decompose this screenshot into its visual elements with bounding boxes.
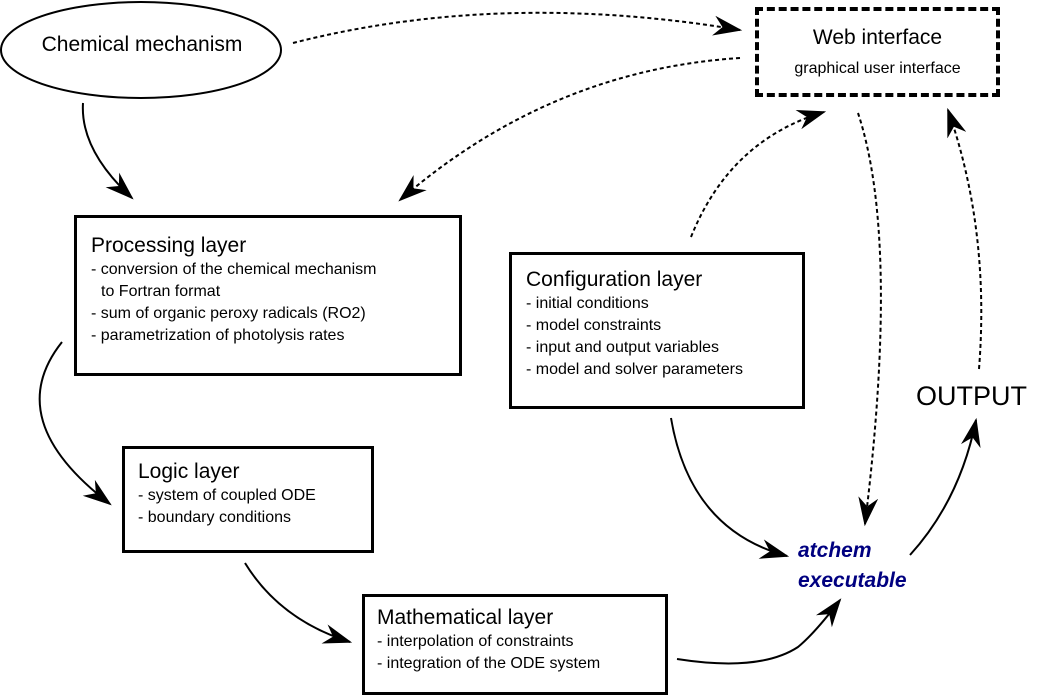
- chemical-mechanism-ellipse: [0, 1, 282, 99]
- edge-configuration-layer-to-executable: [670, 417, 790, 559]
- web-interface-title: Web interface: [812, 26, 943, 49]
- configuration-layer-box: Configuration layer - initial conditions…: [509, 252, 805, 409]
- edge-executable-to-output: [909, 417, 981, 556]
- edge-web-interface-to-executable: [857, 112, 882, 527]
- mathematical-layer-item: - interpolation of constraints: [377, 633, 574, 650]
- edge-output-to-web-interface: [947, 107, 983, 370]
- configuration-layer-item: - model constraints: [526, 317, 662, 334]
- configuration-layer-item: - model and solver parameters: [526, 361, 743, 378]
- atchem-executable-label: atchem executable: [798, 536, 907, 596]
- executable-line-1: atchem: [798, 539, 872, 562]
- processing-layer-item: to Fortran format: [101, 283, 221, 300]
- configuration-layer-item: - initial conditions: [526, 295, 649, 312]
- processing-layer-item: - conversion of the chemical mechanism: [91, 261, 377, 278]
- logic-layer-title: Logic layer: [138, 460, 240, 483]
- processing-layer-item: - parametrization of photolysis rates: [91, 327, 345, 344]
- configuration-layer-title: Configuration layer: [526, 268, 703, 291]
- mathematical-layer-title: Mathematical layer: [377, 606, 554, 629]
- mathematical-layer-box: Mathematical layer - interpolation of co…: [362, 594, 668, 695]
- edge-processing-layer-to-logic-layer: [38, 341, 112, 506]
- logic-layer-item: - boundary conditions: [138, 509, 291, 526]
- logic-layer-item: - system of coupled ODE: [138, 487, 316, 504]
- configuration-layer-item: - input and output variables: [526, 339, 720, 356]
- web-interface-subtitle: graphical user interface: [794, 60, 961, 77]
- executable-line-2: executable: [798, 569, 907, 592]
- edge-chemical-mechanism-to-processing-layer: [81, 102, 134, 200]
- processing-layer-box: Processing layer - conversion of the che…: [74, 215, 462, 376]
- edge-logic-layer-to-mathematical-layer: [244, 562, 353, 644]
- edge-chemical-mechanism-to-web-interface: [292, 11, 743, 44]
- chemical-mechanism-label: Chemical mechanism: [41, 33, 243, 56]
- edge-configuration-layer-to-web-interface: [690, 110, 827, 238]
- mathematical-layer-item: - integration of the ODE system: [377, 655, 601, 672]
- processing-layer-title: Processing layer: [91, 234, 247, 257]
- output-label: OUTPUT: [916, 381, 1027, 411]
- web-interface-box: Web interface graphical user interface: [755, 7, 1000, 97]
- edge-web-interface-to-processing-layer: [398, 57, 741, 202]
- edge-mathematical-layer-to-executable: [676, 598, 842, 665]
- logic-layer-box: Logic layer - system of coupled ODE - bo…: [122, 446, 374, 553]
- processing-layer-item: - sum of organic peroxy radicals (RO2): [91, 305, 366, 322]
